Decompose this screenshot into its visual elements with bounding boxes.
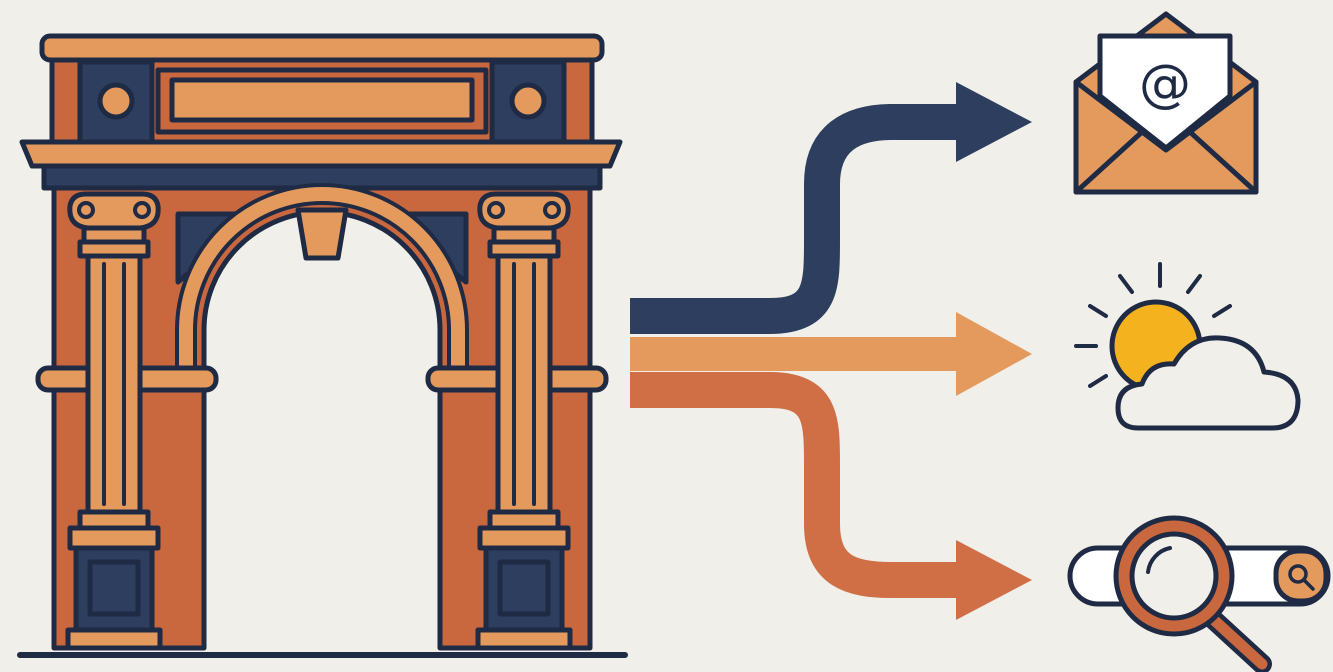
arch-entablature xyxy=(22,142,620,166)
flow-arrows xyxy=(630,82,1032,620)
email-envelope-icon: @ xyxy=(1076,14,1256,192)
triumphal-arch-icon xyxy=(20,36,625,655)
attic-medallion-right xyxy=(512,85,544,117)
arrowhead-search xyxy=(956,540,1032,620)
search-bar-magnifier-icon xyxy=(1070,518,1328,664)
arrowhead-weather xyxy=(956,312,1032,396)
arch-cornice-top xyxy=(42,36,602,60)
keystone xyxy=(298,210,346,258)
flow-arrow-email xyxy=(630,122,960,316)
arrowhead-email xyxy=(956,82,1032,162)
magnifier-lens xyxy=(1132,534,1216,618)
weather-sun-cloud-icon xyxy=(1076,264,1298,428)
at-sign-text: @ xyxy=(1139,54,1191,114)
search-bar-button xyxy=(1276,551,1326,601)
flow-arrow-search xyxy=(630,390,960,580)
attic-medallion-left xyxy=(100,85,132,117)
